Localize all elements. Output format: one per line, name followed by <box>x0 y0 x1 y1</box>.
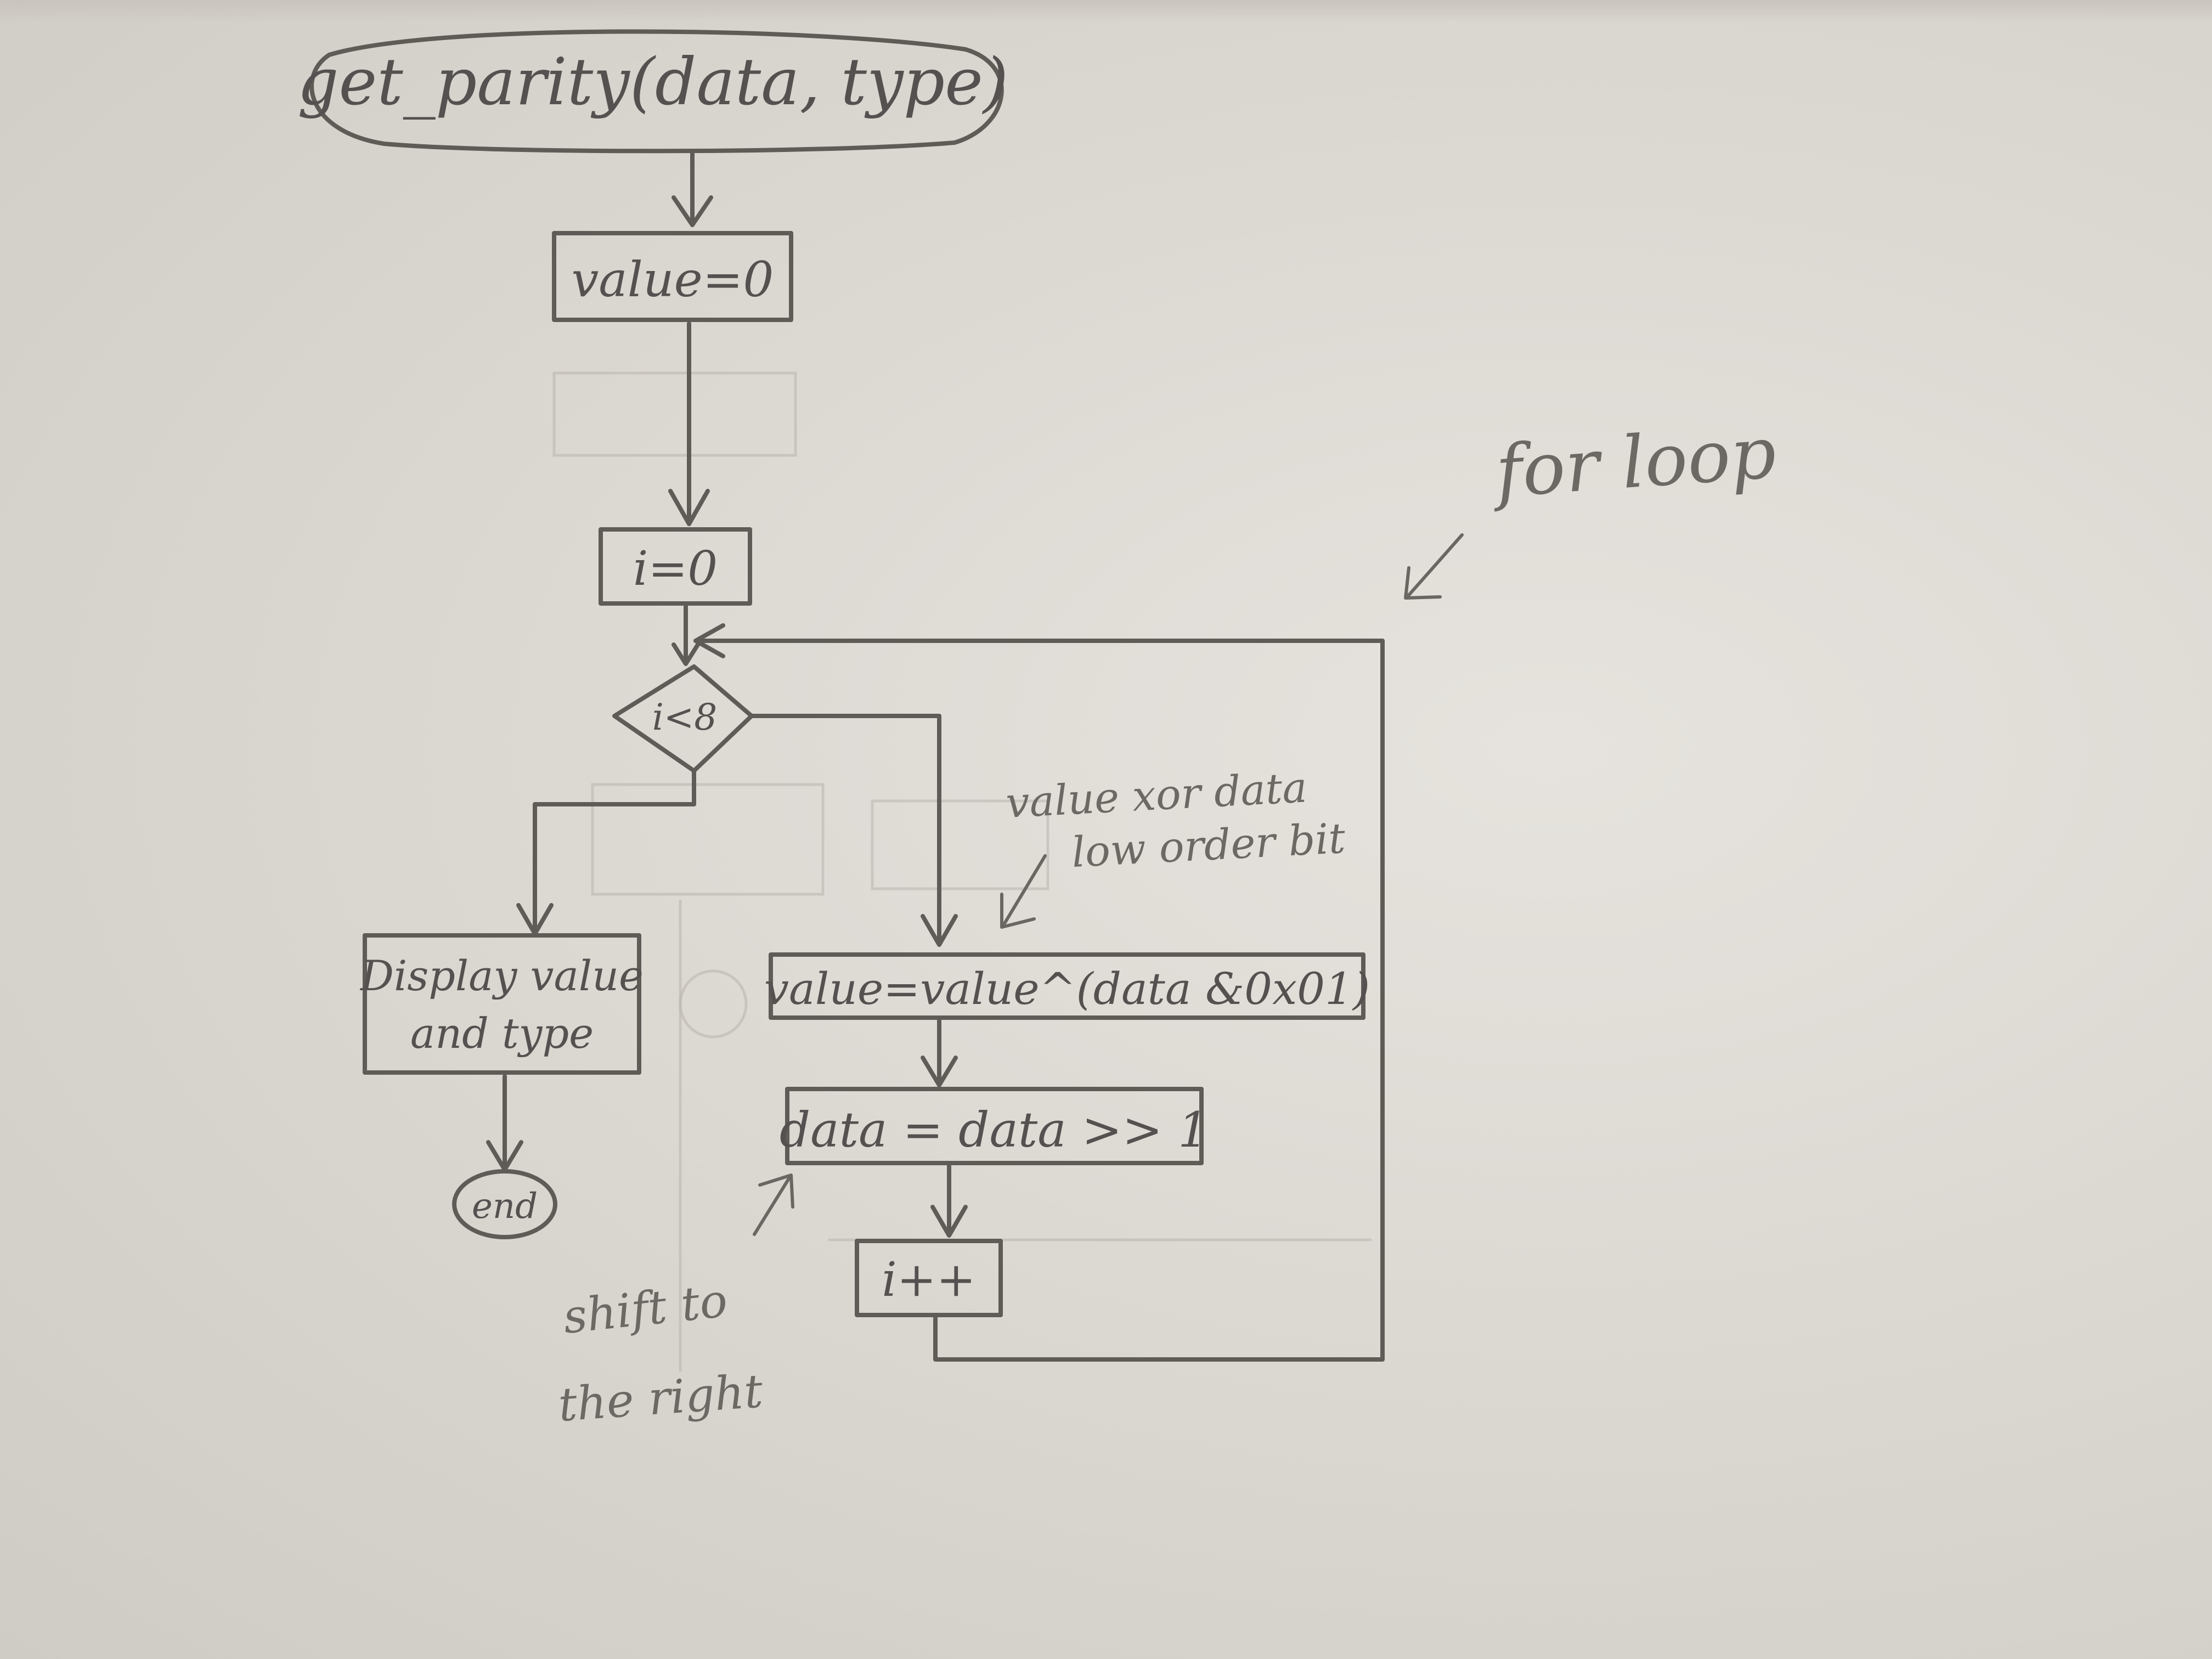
shift-annotation: shift to the right <box>557 1173 794 1432</box>
display-box: Display value and type <box>359 933 644 1075</box>
condition-diamond: i<8 <box>612 664 754 773</box>
start-terminal-label: get_parity(data, type) <box>297 44 1008 120</box>
arrow-value-to-i <box>668 321 710 526</box>
page-edge <box>0 0 2212 22</box>
loop-back-line <box>693 623 1385 1362</box>
init-i-box: i=0 <box>599 527 752 606</box>
end-label: end <box>472 1186 538 1227</box>
arrow-display-to-end <box>486 1074 523 1172</box>
for-loop-label: for loop <box>1489 411 1779 514</box>
arrow-xor-to-shift <box>921 1018 958 1087</box>
shift-note-line-1: shift to <box>561 1273 730 1344</box>
arrow-shift-to-increment <box>930 1164 968 1238</box>
arrow-i-to-condition <box>672 604 700 666</box>
shift-label: data = data >> 1 <box>780 1102 1209 1158</box>
xor-annotation: value xor data low order bit <box>1000 763 1347 929</box>
xor-label: value=value^(data &0x01) <box>764 963 1370 1014</box>
condition-label: i<8 <box>652 696 717 738</box>
increment-box: i++ <box>855 1239 1003 1317</box>
arrow-condition-true <box>749 714 958 947</box>
xor-note-line-2: low order bit <box>1070 814 1346 877</box>
shift-box: data = data >> 1 <box>780 1087 1209 1165</box>
for-loop-annotation: for loop <box>1404 411 1779 600</box>
end-terminal: end <box>452 1169 557 1239</box>
display-line-1: Display value <box>359 951 644 1000</box>
show-through-marks <box>552 371 1372 1372</box>
arrow-start-to-value <box>672 150 713 227</box>
display-line-2: and type <box>410 1009 594 1058</box>
init-value-box: value=0 <box>552 231 793 322</box>
increment-label: i++ <box>882 1252 976 1307</box>
init-value-label: value=0 <box>572 251 774 308</box>
xor-box: value=value^(data &0x01) <box>764 952 1370 1020</box>
arrow-condition-false <box>516 769 696 936</box>
start-terminal: get_parity(data, type) <box>297 29 1008 154</box>
shift-note-line-2: the right <box>557 1364 765 1432</box>
init-i-label: i=0 <box>633 541 718 596</box>
